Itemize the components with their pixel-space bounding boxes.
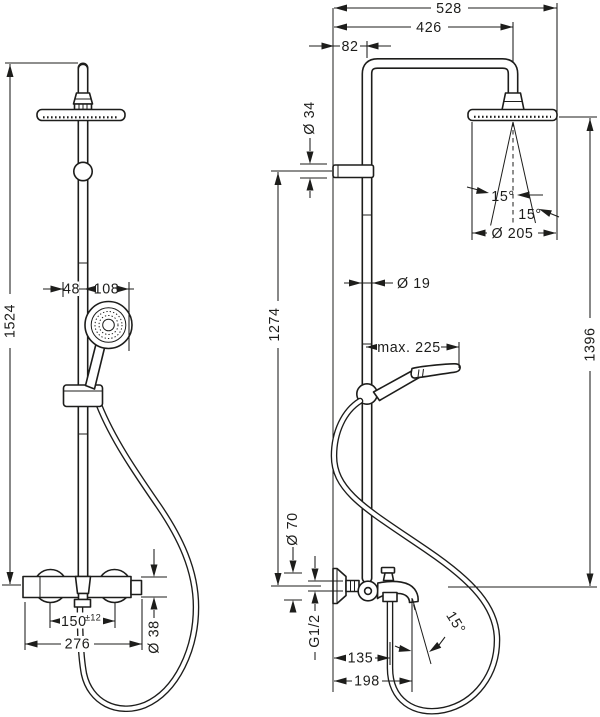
dim-label-528: 528 <box>436 1 462 17</box>
dim-label-1524: 1524 <box>3 304 19 338</box>
front-view-drawing <box>22 62 200 712</box>
front-view-dimensions: 1524 48 108 150 ±12 <box>2 62 167 654</box>
dim-valve-width: 276 <box>24 599 143 653</box>
overhead-shower-front <box>36 92 126 182</box>
valve-handle-side <box>380 566 396 574</box>
dim-label-g12: G1/2 <box>307 614 323 647</box>
slider-holder <box>62 384 104 408</box>
dim-head-diameter: Ø 205 <box>471 122 556 242</box>
dim-reach-overall: 528 <box>334 0 558 240</box>
spray-cone-right <box>512 121 536 224</box>
dim-label-1274: 1274 <box>267 307 283 341</box>
dim-label-d70: Ø 70 <box>285 512 301 545</box>
dim-label-108: 108 <box>94 282 120 298</box>
overhead-shower-side <box>467 92 558 227</box>
valve-front <box>22 568 143 608</box>
dim-label-d19: Ø 19 <box>397 276 430 292</box>
shower-hose-side <box>330 397 501 715</box>
handshower-head <box>84 300 133 350</box>
dim-column-height: 1274 <box>267 170 332 587</box>
wall-bracket <box>332 164 375 179</box>
wall-escutcheon <box>332 567 347 605</box>
dim-label-d34: Ø 34 <box>302 101 318 134</box>
dim-label-135: 135 <box>348 651 374 667</box>
handshower-front <box>62 300 133 408</box>
union-nut <box>345 579 360 593</box>
overhead-head-disc-side <box>467 108 558 122</box>
dim-label-tolerance: ±12 <box>85 613 101 623</box>
dim-pipe-diameter: Ø 19 <box>344 276 430 292</box>
dim-spray-angles: 15° 15° <box>466 186 560 223</box>
dim-label-426: 426 <box>416 20 442 36</box>
dim-label-spray-angle-inner: 15° <box>518 207 541 223</box>
dim-bar-offset-and-head: 48 108 <box>43 281 134 351</box>
dim-valve-body-diameter: Ø 38 <box>141 549 167 654</box>
dim-overall-height-front: 1524 <box>2 62 78 586</box>
dim-bracket-diameter: Ø 34 <box>300 101 327 198</box>
side-view-drawing <box>330 8 558 715</box>
shower-column-front <box>77 62 89 584</box>
dim-connection-distance: 150 ±12 <box>49 603 116 630</box>
dim-label-150: 150 <box>61 614 87 630</box>
dim-label-d205: Ø 205 <box>492 226 534 242</box>
dim-label-198: 198 <box>354 674 380 690</box>
dim-reach-arm: 426 <box>334 19 514 62</box>
diverter-knob <box>74 575 92 595</box>
dim-holder-reach: max. 225 <box>366 339 460 368</box>
hose-outlet-nut <box>73 598 92 608</box>
dim-label-1396: 1396 <box>583 327 599 361</box>
dim-label-276: 276 <box>65 637 91 653</box>
dim-label-82: 82 <box>341 39 358 55</box>
dim-label-48: 48 <box>63 282 80 298</box>
shower-column-side <box>361 58 519 584</box>
dim-hose-offset: 135 <box>334 642 391 667</box>
dim-spout-angle: 15° <box>394 598 468 692</box>
dim-connection-thread: G1/2 <box>307 556 343 660</box>
valve-handle-end <box>130 579 143 596</box>
overhead-head-disc <box>36 108 126 122</box>
dim-label-spout-angle: 15° <box>442 609 468 637</box>
dim-wall-offset: 82 <box>309 38 391 58</box>
dim-spout-reach: 198 <box>334 673 412 690</box>
handshower-head-side <box>410 362 461 379</box>
hose-outlet-nut-side <box>382 591 398 603</box>
dim-label-max225: max. 225 <box>377 340 441 356</box>
side-view-dimensions: 528 426 82 Ø 34 <box>267 0 599 692</box>
dim-escutcheon-diameter: Ø 70 <box>284 512 302 613</box>
pipe-union-ball <box>73 161 94 182</box>
dim-overall-height-side: 1396 <box>448 116 599 588</box>
shower-hose-front <box>76 401 200 712</box>
spray-cone-left <box>490 121 514 227</box>
handshower-side <box>372 362 461 402</box>
valve-side <box>332 566 419 611</box>
dim-label-spray-angle-outer: 15° <box>491 189 514 205</box>
dim-label-d38: Ø 38 <box>147 620 163 653</box>
